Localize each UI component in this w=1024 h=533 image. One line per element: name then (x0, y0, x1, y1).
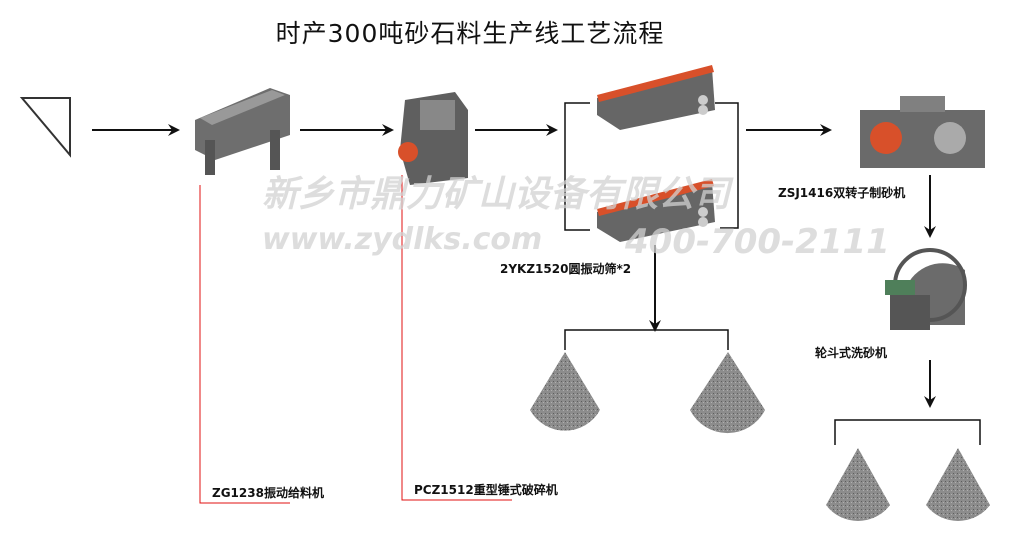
pile-bracket-screen (564, 329, 729, 350)
crusher-leader-line (401, 175, 512, 501)
bucket-sand-washer-icon (885, 248, 967, 330)
sand-maker-label: ZSJ1416双转子制砂机 (778, 186, 906, 200)
washer-label: 轮斗式洗砂机 (815, 346, 888, 360)
screen-bracket-left (564, 102, 590, 231)
screen-label: 2YKZ1520圆振动筛*2 (500, 262, 632, 276)
watermark-phone: 400-700-2111 (625, 222, 890, 262)
aggregate-pile-1 (530, 352, 600, 431)
vibrating-feeder-icon (195, 88, 290, 175)
screen-bracket-right (715, 102, 739, 229)
pile-bracket-washer (834, 419, 981, 445)
feeder-label: ZG1238振动给料机 (212, 486, 324, 500)
double-rotor-sand-maker-icon (860, 96, 985, 168)
watermark-website: www.zydlks.com (262, 222, 543, 257)
diagram-title: 时产300吨砂石料生产线工艺流程 (275, 19, 665, 48)
feeder-leader-line (199, 185, 290, 504)
sand-pile-1 (826, 448, 890, 521)
watermark-company: 新乡市鼎力矿山设备有限公司 (262, 174, 731, 215)
hopper-icon (19, 97, 71, 158)
sand-pile-2 (926, 448, 990, 521)
vibrating-screen-icon-1 (597, 65, 715, 130)
crusher-label: PCZ1512重型锤式破碎机 (414, 483, 558, 497)
hammer-crusher-icon (398, 92, 468, 185)
vibrating-screen-icon-2 (597, 179, 715, 242)
aggregate-pile-2 (690, 352, 765, 434)
